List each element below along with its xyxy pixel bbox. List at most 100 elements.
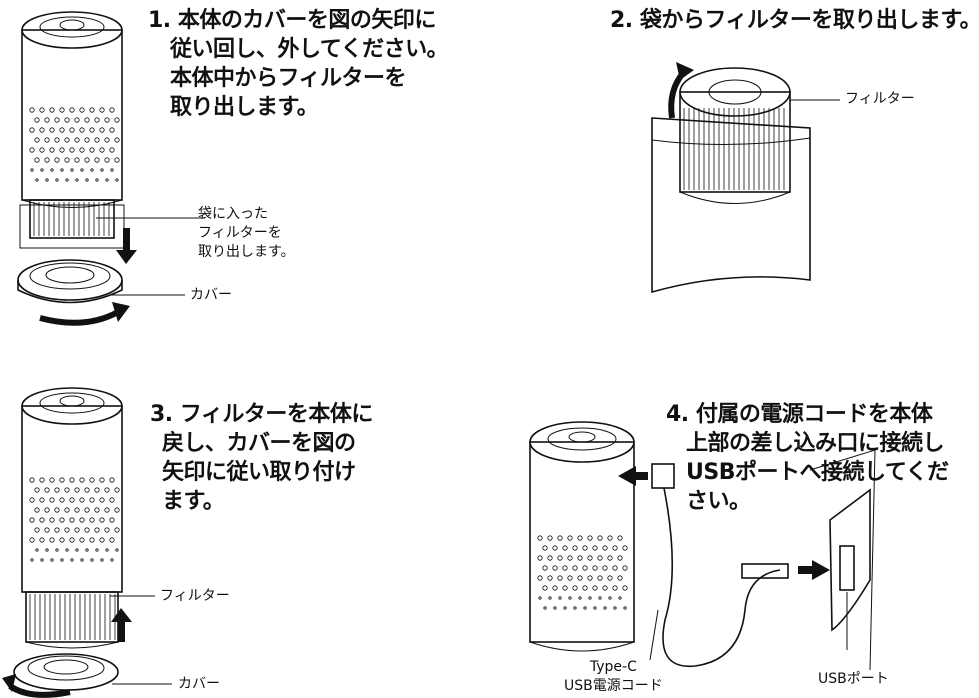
vent-hole [80, 558, 84, 562]
cable-label-line: Type-C [589, 659, 637, 675]
step4-instructions: 4. 付属の電源コードを本体 上部の差し込み口に接続し USBポートへ接続してく… [666, 400, 949, 516]
vent-hole [542, 585, 548, 591]
step2-panel: 2. 袋からフィルターを取り出します。 フィルター [480, 0, 979, 340]
vent-hole [114, 507, 120, 513]
step4-line-2: 上部の差し込み口に接続し [686, 431, 945, 456]
vent-hole [70, 168, 74, 172]
vent-hole [70, 558, 74, 562]
vent-hole [603, 606, 607, 610]
vent-hole [100, 558, 104, 562]
vent-hole [109, 517, 115, 523]
vent-hole [54, 157, 60, 163]
vent-hole [593, 606, 597, 610]
vent-hole [64, 487, 70, 493]
vent-hole [547, 555, 553, 561]
vent-hole [622, 545, 628, 551]
cover-ring [17, 259, 123, 304]
vent-hole [114, 137, 120, 143]
vent-hole [568, 596, 572, 600]
vent-hole [69, 497, 75, 503]
vent-hole [34, 487, 40, 493]
vent-hole [34, 137, 40, 143]
vent-hole [59, 497, 65, 503]
vent-hole [45, 178, 49, 182]
vent-hole [94, 117, 100, 123]
vent-hole [60, 558, 64, 562]
vent-hole [94, 137, 100, 143]
vent-hole [34, 507, 40, 513]
vent-hole [557, 575, 563, 581]
vent-hole [94, 487, 100, 493]
vent-hole [80, 168, 84, 172]
vent-hole [622, 585, 628, 591]
vent-hole [99, 107, 105, 113]
step3-line-4: ます。 [162, 489, 225, 514]
vent-hole [89, 517, 95, 523]
vent-hole [30, 558, 34, 562]
usb-cable [651, 463, 789, 668]
step3-cover-callout: カバー [178, 676, 220, 692]
lift-arrow-icon [668, 62, 694, 119]
vent-hole [547, 575, 553, 581]
vent-hole [44, 527, 50, 533]
vent-hole [582, 545, 588, 551]
vent-hole [543, 606, 547, 610]
vent-hole [29, 477, 35, 483]
vent-hole [55, 178, 59, 182]
vent-hole [99, 147, 105, 153]
vent-hole [95, 548, 99, 552]
vent-hole [537, 575, 543, 581]
vent-hole [65, 178, 69, 182]
filter-bag [651, 117, 811, 294]
vent-hole [592, 585, 598, 591]
arrow-down-icon [116, 228, 137, 264]
vent-hole [99, 497, 105, 503]
vent-hole [59, 147, 65, 153]
vent-hole [49, 477, 55, 483]
vent-hole [84, 507, 90, 513]
vent-hole [577, 555, 583, 561]
purifier-body [529, 421, 635, 652]
vent-hole [74, 527, 80, 533]
vent-hole [34, 527, 40, 533]
vent-hole [114, 157, 120, 163]
vent-hole [572, 565, 578, 571]
step3-filter-callout: フィルター [160, 588, 230, 604]
vent-hole [617, 555, 623, 561]
step1-filter-callout: 袋に入った フィルターを 取り出します。 [198, 205, 295, 262]
vent-hole [572, 545, 578, 551]
step4-line-3: USBポートへ接続してくだ [686, 460, 949, 485]
step1-line-2: 従い回し、外してください。 [170, 37, 449, 62]
vent-hole [74, 137, 80, 143]
vent-hole [537, 555, 543, 561]
vent-hole [89, 147, 95, 153]
vent-hole [75, 178, 79, 182]
vent-hole [74, 157, 80, 163]
rotate-arrow-icon [39, 302, 130, 326]
step1-cover-callout: カバー [190, 287, 232, 303]
vent-hole [59, 517, 65, 523]
vent-hole [577, 535, 583, 541]
vent-hole [35, 548, 39, 552]
vent-hole [115, 178, 119, 182]
vent-hole [607, 535, 613, 541]
filter-in-bag [19, 199, 125, 249]
vent-hole [99, 537, 105, 543]
vent-hole [39, 537, 45, 543]
step3-line-1: 3. フィルターを本体に [150, 402, 373, 427]
vent-hole [79, 107, 85, 113]
vent-hole [612, 545, 618, 551]
step2-instructions: 2. 袋からフィルターを取り出します。 [610, 6, 979, 35]
vent-hole [567, 555, 573, 561]
vent-hole [54, 487, 60, 493]
vent-hole [34, 117, 40, 123]
vent-hole [54, 137, 60, 143]
vent-hole [89, 477, 95, 483]
vent-hole [109, 127, 115, 133]
vent-hole [89, 127, 95, 133]
vent-hole [558, 596, 562, 600]
vent-hole [34, 157, 40, 163]
vent-hole [64, 157, 70, 163]
vent-hole [89, 497, 95, 503]
step2-illustration [651, 62, 840, 294]
